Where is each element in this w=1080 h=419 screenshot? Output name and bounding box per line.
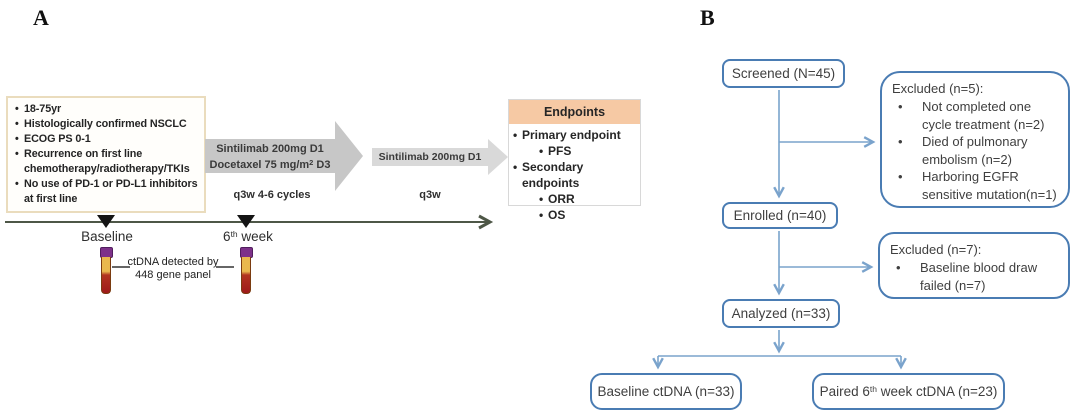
excluded-5-item: Harboring EGFR sensitive mutation(n=1) (892, 168, 1060, 203)
endpoint-secondary-label: Secondary endpoints (513, 159, 640, 191)
blood-tube-icon (99, 247, 113, 294)
flow-box-excluded-7: Excluded (n=7): Baseline blood draw fail… (878, 232, 1070, 299)
endpoints-list: Primary endpoint PFS Secondary endpoints… (509, 124, 640, 223)
excluded-5-item: Died of pulmonary embolism (n=2) (892, 133, 1060, 168)
arrow1-drug1: Sintilimab 200mg D1 (216, 143, 324, 155)
blood-tube-body (101, 257, 111, 294)
ctdna-note-line1: ctDNA detected by (127, 256, 219, 268)
blood-tube-body (241, 257, 251, 294)
eligibility-item: ECOG PS 0-1 (15, 132, 202, 147)
eligibility-criteria-box: 18-75yr Histologically confirmed NSCLC E… (6, 96, 206, 213)
flow-box-analyzed: Analyzed (n=33) (722, 299, 840, 328)
arrow1-schedule-label: q3w 4-6 cycles (233, 189, 311, 201)
eligibility-item: Recurrence on first line chemotherapy/ra… (15, 147, 202, 177)
eligibility-item: 18-75yr (15, 102, 202, 117)
endpoints-header: Endpoints (509, 100, 640, 124)
treatment-arrow-2-head-icon (488, 139, 508, 175)
eligibility-item: Histologically confirmed NSCLC (15, 117, 202, 132)
excluded-7-list: Baseline blood draw failed (n=7) (890, 259, 1060, 294)
ctdna-note-line2: 448 gene panel (135, 269, 211, 281)
flow-box-baseline-ctdna: Baseline ctDNA (n=33) (590, 373, 742, 410)
eligibility-criteria-list: 18-75yr Histologically confirmed NSCLC E… (11, 102, 202, 207)
timeline-marker-baseline-icon (97, 215, 115, 228)
excluded-5-title: Excluded (n=5): (892, 81, 984, 96)
flow-box-excluded-5: Excluded (n=5): Not completed one cycle … (880, 71, 1070, 208)
excluded-5-item: Not completed one cycle treatment (n=2) (892, 98, 1060, 133)
blood-tube-icon (239, 247, 253, 294)
treatment-arrow-2-label: Sintilimab 200mg D1 (378, 151, 482, 163)
panel-a-label: A (33, 5, 49, 30)
endpoints-box: Endpoints Primary endpoint PFS Secondary… (508, 99, 641, 223)
flow-box-screened: Screened (N=45) (722, 59, 845, 88)
timeline-marker-week6-icon (237, 215, 255, 228)
treatment-arrow-1-head-icon (335, 121, 363, 191)
flow-box-enrolled: Enrolled (n=40) (722, 202, 838, 229)
excluded-7-title: Excluded (n=7): (890, 242, 982, 257)
endpoint-primary-label: Primary endpoint (513, 127, 640, 143)
timeline-baseline-label: Baseline (81, 229, 133, 244)
endpoint-item: PFS (539, 143, 640, 159)
endpoint-item: ORR (539, 191, 640, 207)
arrow2-schedule-label: q3w (419, 189, 441, 201)
ctdna-panel-note: ctDNA detected by 448 gene panel (123, 256, 223, 282)
panel-b-label: B (700, 5, 715, 30)
timeline-week6-label: 6th week (223, 229, 273, 244)
excluded-5-list: Not completed one cycle treatment (n=2) … (892, 98, 1060, 203)
excluded-7-item: Baseline blood draw failed (n=7) (890, 259, 1060, 294)
endpoint-item: OS (539, 207, 640, 223)
treatment-arrow-2 (372, 148, 488, 166)
eligibility-item: No use of PD-1 or PD-L1 inhibitors at fi… (15, 177, 202, 207)
treatment-arrow-1-label: Sintilimab 200mg D1 Docetaxel 75 mg/m2 D… (198, 142, 342, 172)
arrow1-drug2: Docetaxel 75 mg/m2 D3 (209, 158, 331, 171)
flow-box-paired-ctdna: Paired 6th week ctDNA (n=23) (812, 373, 1005, 410)
treatment-arrow-1 (205, 139, 335, 173)
